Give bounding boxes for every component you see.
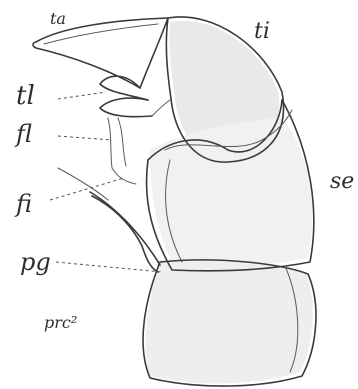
label-prc: prc² (44, 313, 77, 332)
tibial-lobe-lower (100, 98, 152, 117)
leader-pg (56, 262, 162, 272)
leader-fi (50, 178, 124, 200)
label-se: se (330, 169, 354, 194)
procoxa-shading (145, 258, 312, 383)
label-pg: pg (20, 248, 51, 276)
leader-fl (58, 136, 112, 140)
tarsal-claw (33, 18, 168, 88)
label-ta: ta (50, 9, 66, 28)
pedicel-arm (90, 192, 160, 265)
label-tl: tl (16, 81, 35, 111)
pedicel-arm-inner (58, 168, 108, 200)
leader-tl (58, 92, 106, 99)
flagellum-stalk-2 (118, 118, 126, 166)
label-ti: ti (254, 19, 270, 44)
flagellum-stalk (108, 118, 136, 184)
label-fi: fi (14, 190, 32, 218)
tibial-lobe-joint (152, 100, 170, 116)
label-fl: fl (14, 120, 32, 148)
